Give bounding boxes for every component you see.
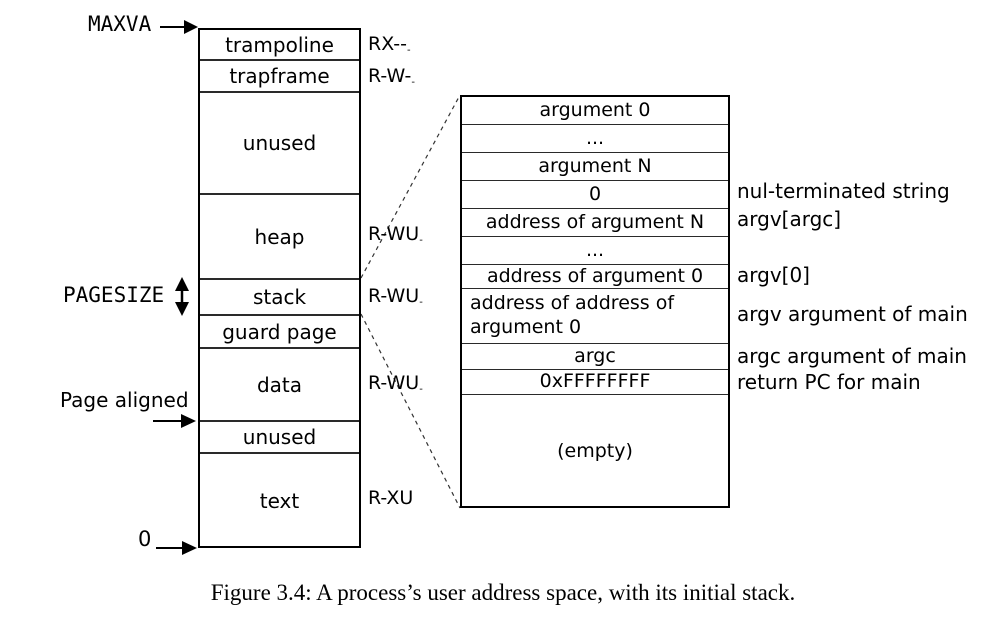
segment-label: trapframe [229,64,330,88]
stack-row-argument-0: argument 0 [462,97,728,125]
page-aligned-arrow-icon [153,414,196,428]
page-aligned-label: Page aligned [60,388,189,412]
stack-row-addr-addr-arg-0: address of address of argument 0 [462,289,728,344]
segment-label: unused [242,131,317,155]
perm-data: R-WU- [368,372,423,395]
perm-subscript: - [411,77,415,88]
perm-subscript: - [419,297,423,308]
pagesize-double-arrow-icon [175,277,189,316]
perm-subscript: - [419,235,423,246]
stack-row-addr-arg-0: address of argument 0 [462,265,728,289]
address-space-box: trampoline trapframe unused heap stack g… [198,28,361,548]
segment-stack: stack [200,280,359,316]
segment-data: data [200,349,359,422]
segment-label: data [256,372,303,397]
segment-trampoline: trampoline [200,30,359,61]
stack-row-return-pc: 0xFFFFFFFF [462,370,728,395]
segment-unused-lower: unused [200,422,359,454]
annotation-argv-argument-of-main: argv argument of main [737,302,968,326]
stack-detail-box: argument 0 ... argument N 0 address of a… [460,95,730,508]
segment-label: unused [242,425,317,449]
perm-trampoline: RX--- [368,33,411,56]
segment-trapframe: trapframe [200,61,359,93]
segment-label: guard page [222,319,337,344]
segment-label: trampoline [225,32,334,57]
perm-heap: R-WU- [368,223,423,246]
segment-label: text [259,489,300,513]
zero-address-label: 0 [138,527,152,551]
maxva-arrow-icon [160,20,198,34]
zero-arrow-icon [156,541,197,555]
annotation-return-pc-for-main: return PC for main [737,370,921,394]
segment-label: stack [252,285,307,309]
stack-row-ellipsis-addrs: ... [462,237,728,265]
figure-caption: Figure 3.4: A process’s user address spa… [210,580,796,605]
stack-row-zero: 0 [462,181,728,209]
perm-subscript: - [406,45,411,56]
segment-unused-upper: unused [200,93,359,195]
segment-guard-page: guard page [200,316,359,349]
dashed-connector-top [360,94,461,279]
perm-subscript: - [419,384,423,395]
stack-row-ellipsis-args: ... [462,125,728,153]
perm-trapframe: R-W-- [368,65,415,88]
segment-heap: heap [200,195,359,280]
perm-stack: R-WU- [368,285,423,308]
stack-row-addr-arg-n: address of argument N [462,209,728,237]
maxva-label: MAXVA [88,12,152,36]
stack-row-empty: (empty) [557,439,633,462]
perm-text: R-XU [368,487,414,509]
stack-row-argument-n: argument N [462,153,728,181]
annotation-argv-0: argv[0] [737,263,810,287]
stack-row-argc: argc [462,344,728,370]
segment-text: text [200,454,359,548]
annotation-argv-argc: argv[argc] [737,207,842,231]
dashed-connector-bottom [360,313,461,509]
segment-label: heap [254,224,305,249]
annotation-nul-terminated-string: nul-terminated string [737,179,950,203]
annotation-argc-argument-of-main: argc argument of main [737,344,967,368]
pagesize-label: PAGESIZE [63,283,165,307]
